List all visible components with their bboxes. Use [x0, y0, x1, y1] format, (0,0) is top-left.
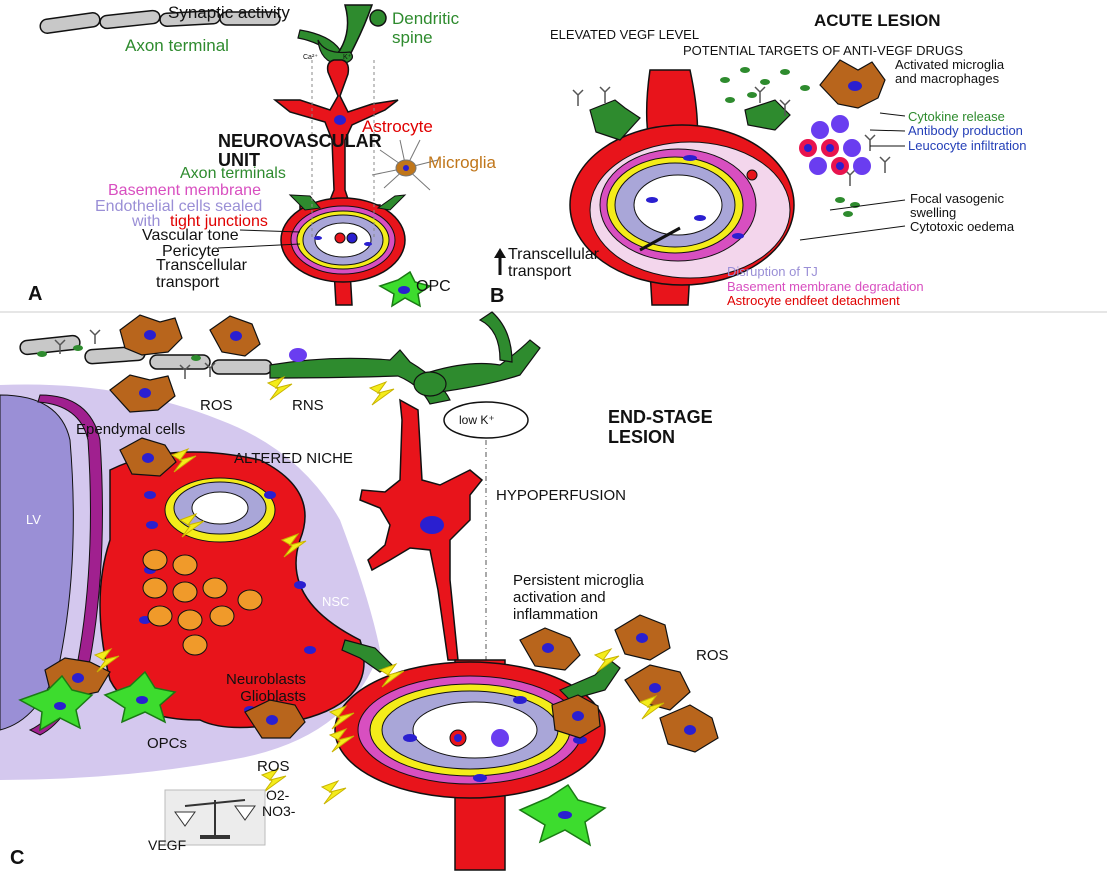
label-transcellular-transport-a: Transcellular transport: [156, 258, 247, 292]
label-cytokine-release: Cytokine release: [908, 110, 1005, 123]
axon-terminal-left: [290, 195, 320, 210]
label-hypoperfusion: HYPOPERFUSION: [496, 488, 626, 503]
label-focal-vasogenic: Focal vasogenic swelling: [910, 192, 1004, 221]
axon-terminal-right: [378, 195, 405, 210]
label-acute-lesion: ACUTE LESION: [814, 12, 941, 29]
label-panel-a: A: [28, 284, 42, 304]
label-astrocyte: Astrocyte: [362, 118, 433, 135]
label-opcs: OPCs: [147, 736, 187, 751]
label-o2: O2-: [266, 788, 289, 802]
label-lv: LV: [26, 513, 41, 526]
label-basement-membrane: Basement membrane: [108, 183, 261, 199]
label-axon-terminal: Axon terminal: [125, 37, 229, 54]
label-astrocyte-detachment: Astrocyte endfeet detachment: [727, 294, 900, 307]
transcellular-arrow-up: [494, 248, 506, 275]
vessel-a: [281, 198, 405, 282]
label-no3: NO3-: [262, 804, 295, 818]
label-nsc: NSC: [322, 595, 349, 608]
label-antibody-production: Antibody production: [908, 124, 1023, 137]
astrocyte-c: [360, 400, 482, 660]
label-ros-bottom: ROS: [257, 759, 290, 774]
label-vegf: VEGF: [148, 838, 186, 852]
dendrites-c: [270, 312, 540, 404]
label-ros-top: ROS: [200, 398, 233, 413]
label-panel-b: B: [490, 286, 504, 306]
label-ros-right: ROS: [696, 648, 729, 663]
label-disruption-tj: Disruption of TJ: [727, 265, 818, 278]
label-elevated-vegf: ELEVATED VEGF LEVEL: [550, 28, 699, 41]
microglia-activated-b: [820, 60, 885, 108]
label-activated-microglia: Activated microglia and macrophages: [895, 58, 1004, 87]
label-cytotoxic-oedema: Cytotoxic oedema: [910, 220, 1014, 233]
label-axon-terminals: Axon terminals: [180, 166, 286, 182]
label-leucocyte-infiltration: Leucocyte infiltration: [908, 139, 1027, 152]
label-persistent-microglia: Persistent microglia activation and infl…: [513, 573, 644, 624]
label-vascular-tone: Vascular tone: [142, 228, 239, 244]
label-microglia: Microglia: [428, 154, 496, 171]
label-basement-degradation: Basement membrane degradation: [727, 280, 924, 293]
ion-ca: Ca²⁺: [303, 54, 318, 61]
vessel-b: [570, 125, 794, 285]
label-low-k: low K⁺: [459, 414, 495, 426]
label-dendritic-spine: Dendritic spine: [392, 10, 459, 47]
label-neuroblasts-glioblasts: Neuroblasts Glioblasts: [226, 672, 306, 706]
label-synaptic-activity: Synaptic activity: [168, 4, 290, 21]
label-rns: RNS: [292, 398, 324, 413]
label-potential-targets: POTENTIAL TARGETS OF ANTI-VEGF DRUGS: [683, 44, 963, 57]
label-opc: OPC: [416, 279, 451, 295]
label-altered-niche: ALTERED NICHE: [234, 451, 353, 466]
label-end-stage-lesion: END-STAGE LESION: [608, 407, 713, 447]
leucocytes-b: [799, 115, 871, 175]
ion-k: K⁺: [343, 54, 351, 61]
label-transcellular-transport-b: Transcellular transport: [508, 247, 599, 281]
label-panel-c: C: [10, 848, 24, 868]
label-ependymal-cells: Ependymal cells: [76, 422, 185, 437]
